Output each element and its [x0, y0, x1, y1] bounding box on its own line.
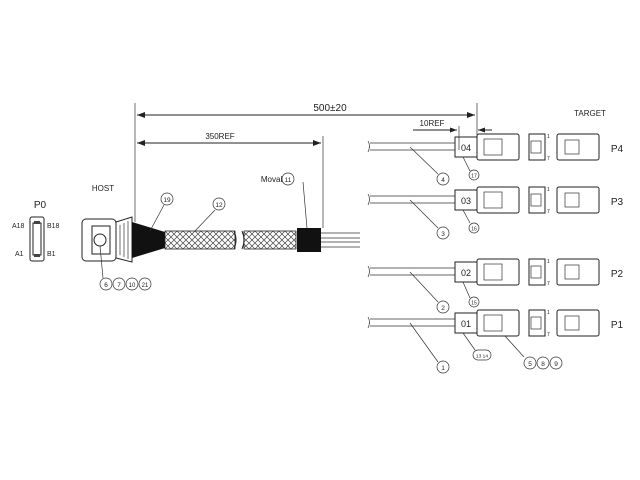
- pin-mark-bottom: 7: [547, 281, 550, 287]
- port-p4: 04 P4: [454, 133, 624, 161]
- pin-mark-top: 1: [547, 134, 550, 140]
- movable-sleeve: Movable: [261, 175, 321, 252]
- port-p1-label: P1: [611, 320, 624, 331]
- callout-8: 8: [541, 361, 545, 368]
- target-label: TARGET: [574, 109, 606, 118]
- callout-9: 9: [554, 361, 558, 368]
- callout-7: 7: [117, 282, 121, 289]
- port-p3-code: 03: [461, 196, 471, 206]
- callout-5: 5: [528, 361, 532, 368]
- callout-ref-16: 16: [471, 227, 477, 233]
- p0-connector: P0 A18 B18 A1 B1: [12, 200, 60, 262]
- pin-mark-bottom: 7: [547, 156, 550, 162]
- pin-marks: 1 7 1 7 1 7 1 7: [547, 134, 550, 338]
- port-p3: 03 P3: [454, 186, 624, 214]
- pin-mark-top: 1: [547, 187, 550, 193]
- dimension-350-label: 350REF: [205, 132, 234, 141]
- port-p2-label: P2: [611, 269, 624, 280]
- dimension-10-label: 10REF: [420, 119, 445, 128]
- callout-ref-15: 15: [471, 301, 477, 307]
- branch-cables: [367, 140, 455, 329]
- port-p4-label: P4: [611, 144, 624, 155]
- p0-label: P0: [34, 200, 47, 211]
- port-p1-code: 01: [461, 319, 471, 329]
- movable-label: Movable: [261, 175, 292, 184]
- pin-mark-top: 1: [547, 259, 550, 265]
- callout-6: 6: [104, 282, 108, 289]
- callout-11: 11: [285, 177, 292, 184]
- callout-port-1: 1: [441, 365, 445, 372]
- callout-port-2: 2: [441, 305, 445, 312]
- callout-port-4: 4: [441, 177, 445, 184]
- port-p2-code: 02: [461, 268, 471, 278]
- dimension-350: 350REF: [137, 132, 324, 228]
- fanout-wires: [321, 232, 360, 248]
- braided-cable: [164, 230, 297, 250]
- callouts: 19 12 11 6 7 10 21 4 17 3 16 2: [99, 146, 563, 374]
- callout-21: 21: [142, 283, 149, 289]
- callout-port-3: 3: [441, 231, 445, 238]
- dimension-overall-label: 500±20: [313, 103, 347, 114]
- callout-10: 10: [129, 283, 136, 289]
- pin-a18-label: A18: [12, 223, 25, 230]
- dimension-10: 10REF: [413, 119, 492, 150]
- callout-19: 19: [163, 197, 171, 204]
- callout-ref-17: 17: [471, 174, 477, 180]
- port-p4-code: 04: [461, 143, 471, 153]
- pin-a1-label: A1: [15, 251, 24, 258]
- pin-b18-label: B18: [47, 223, 60, 230]
- pin-b1-label: B1: [47, 251, 56, 258]
- pin-mark-bottom: 7: [547, 332, 550, 338]
- host-label: HOST: [92, 184, 114, 193]
- callout-12: 12: [215, 202, 223, 209]
- port-p1: 01 P1: [454, 309, 624, 337]
- dimension-overall: 500±20: [134, 103, 478, 222]
- host-connector: HOST: [81, 184, 165, 263]
- port-p2: 02 P2: [454, 258, 624, 286]
- pin-mark-top: 1: [547, 310, 550, 316]
- pin-mark-bottom: 7: [547, 209, 550, 215]
- port-p3-label: P3: [611, 197, 624, 208]
- callout-ref-13-14: 13 14: [476, 354, 488, 360]
